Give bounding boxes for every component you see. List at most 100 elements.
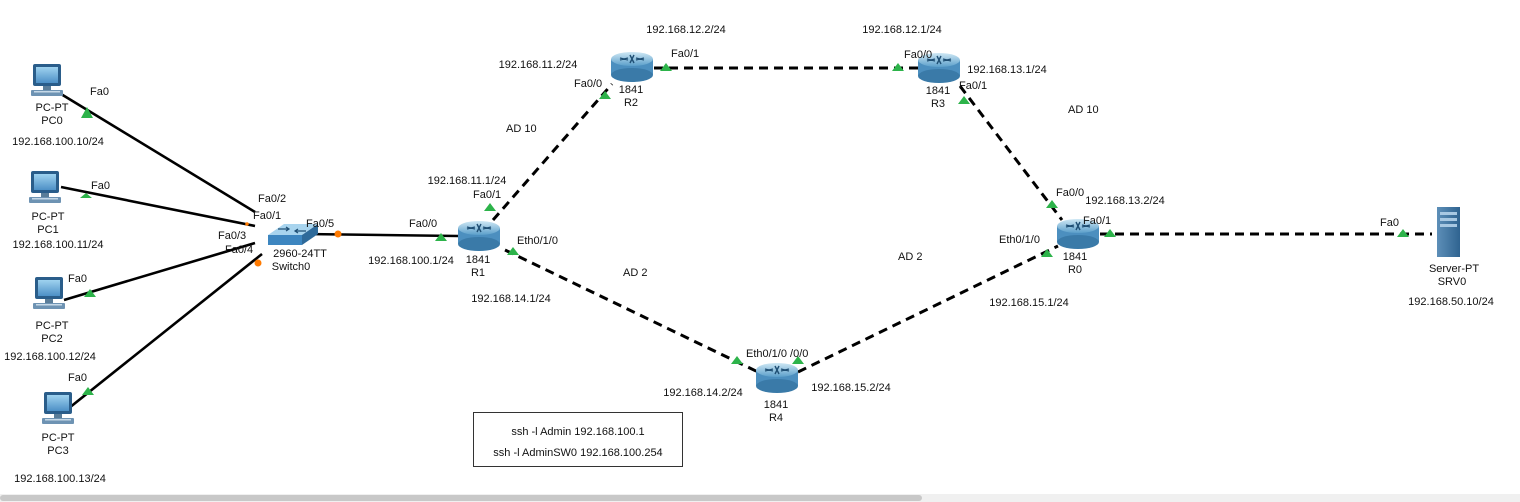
link-up-marker bbox=[1397, 229, 1409, 237]
switch0-port-fa0-5: Fa0/5 bbox=[306, 218, 334, 230]
link-up-marker bbox=[435, 233, 447, 241]
pc3-name: PC3 bbox=[47, 445, 68, 457]
link-up-marker bbox=[81, 107, 93, 118]
link-up-marker bbox=[80, 193, 92, 198]
link-up-marker bbox=[958, 96, 970, 104]
pc-icon bbox=[42, 392, 74, 424]
link-up-marker bbox=[599, 91, 611, 99]
switch0-port-fa0-3: Fa0/3 bbox=[218, 230, 246, 242]
link-r1-r2 bbox=[491, 83, 614, 221]
link-up-marker bbox=[892, 63, 904, 71]
pc2-port: Fa0 bbox=[68, 273, 87, 285]
pc-icon bbox=[31, 64, 63, 96]
r2-model: 1841 bbox=[619, 84, 643, 96]
r4-model: 1841 bbox=[764, 399, 788, 411]
r0-ip-r4: 192.168.15.1/24 bbox=[989, 297, 1069, 309]
link-up-marker bbox=[792, 356, 804, 364]
r4-ip-r1: 192.168.14.2/24 bbox=[663, 387, 743, 399]
link-up-marker bbox=[1046, 200, 1058, 208]
ssh-note-line-1: ssh -l Admin 192.168.100.1 bbox=[511, 426, 645, 438]
srv0-port: Fa0 bbox=[1380, 217, 1399, 229]
link-pc2-switch0 bbox=[63, 241, 256, 302]
r2-ip-r1: 192.168.11.2/24 bbox=[499, 59, 578, 71]
r1-ip-r2: 192.168.11.1/24 bbox=[428, 175, 507, 187]
pc2-model: PC-PT bbox=[36, 320, 69, 332]
link-pc1-switch0 bbox=[60, 185, 256, 228]
link-status-markers bbox=[80, 63, 1409, 395]
link-blocking-marker bbox=[245, 222, 249, 226]
r3-ip-r0: 192.168.13.1/24 bbox=[967, 64, 1047, 76]
switch0[interactable] bbox=[268, 224, 318, 245]
r3-ip-r2: 192.168.12.1/24 bbox=[862, 24, 942, 36]
r3-name: R3 bbox=[931, 98, 945, 110]
ssh-note-line-2: ssh -l AdminSW0 192.168.100.254 bbox=[493, 447, 663, 459]
device-labels: PC-PT PC0 192.168.100.10/24 Fa0 PC-PT PC… bbox=[4, 24, 1494, 485]
link-pc0-switch0 bbox=[60, 92, 256, 214]
link-up-marker bbox=[1041, 249, 1053, 257]
pc1[interactable] bbox=[29, 171, 61, 203]
r1-name: R1 bbox=[471, 267, 485, 279]
pc3[interactable] bbox=[42, 392, 74, 424]
switch0-name: Switch0 bbox=[272, 261, 311, 273]
r4-name: R4 bbox=[769, 412, 783, 424]
switch0-port-fa0-4: Fa0/4 bbox=[225, 244, 253, 256]
link-up-marker bbox=[84, 289, 96, 297]
r0-port-r4: Eth0/1/0 bbox=[999, 234, 1040, 246]
r0-model: 1841 bbox=[1063, 251, 1087, 263]
r1-model: 1841 bbox=[466, 254, 490, 266]
srv0-name: SRV0 bbox=[1438, 276, 1467, 288]
ssh-note[interactable]: ssh -l Admin 192.168.100.1 ssh -l AdminS… bbox=[473, 412, 683, 467]
pc0-model: PC-PT bbox=[36, 102, 69, 114]
r3-port-r0: Fa0/1 bbox=[959, 80, 987, 92]
horizontal-scrollbar[interactable] bbox=[0, 494, 1520, 502]
r2-port-r1: Fa0/0 bbox=[574, 78, 602, 90]
srv0-ip: 192.168.50.10/24 bbox=[1408, 296, 1494, 308]
pc0[interactable] bbox=[31, 64, 63, 96]
ad-label-lower-right: AD 2 bbox=[898, 251, 922, 263]
switch0-model: 2960-24TT bbox=[273, 248, 327, 260]
r0-name: R0 bbox=[1068, 264, 1082, 276]
scrollbar-thumb[interactable] bbox=[0, 495, 922, 501]
server-icon bbox=[1437, 207, 1460, 257]
ad-label-upper: AD 10 bbox=[506, 123, 537, 135]
pc-icon bbox=[33, 277, 65, 309]
link-r3-r0 bbox=[958, 85, 1064, 221]
pc-icon bbox=[29, 171, 61, 203]
r1-ip-lan: 192.168.100.1/24 bbox=[368, 255, 454, 267]
r2-name: R2 bbox=[624, 97, 638, 109]
srv0-model: Server-PT bbox=[1429, 263, 1479, 275]
link-up-marker bbox=[660, 63, 672, 71]
pc0-ip: 192.168.100.10/24 bbox=[12, 136, 104, 148]
switch-icon bbox=[268, 224, 318, 245]
pc1-ip: 192.168.100.11/24 bbox=[13, 239, 104, 251]
r0-ip-r3: 192.168.13.2/24 bbox=[1085, 195, 1165, 207]
r0-port-r3: Fa0/0 bbox=[1056, 187, 1084, 199]
link-up-marker bbox=[731, 356, 743, 364]
r1-ip-r4: 192.168.14.1/24 bbox=[471, 293, 551, 305]
router-icon bbox=[610, 51, 654, 83]
r1[interactable] bbox=[457, 220, 501, 252]
pc2-ip: 192.168.100.12/24 bbox=[4, 351, 96, 363]
link-up-marker bbox=[507, 247, 519, 255]
r2-port-r3: Fa0/1 bbox=[671, 48, 699, 60]
r4[interactable] bbox=[755, 362, 799, 394]
link-switch0-r1 bbox=[304, 232, 459, 238]
pc2[interactable] bbox=[33, 277, 65, 309]
pc1-name: PC1 bbox=[37, 224, 58, 236]
pc0-name: PC0 bbox=[41, 115, 62, 127]
r2-ip-r3: 192.168.12.2/24 bbox=[646, 24, 726, 36]
srv0[interactable] bbox=[1437, 207, 1460, 257]
router-icon bbox=[755, 362, 799, 394]
r3-port-r2: Fa0/0 bbox=[904, 49, 932, 61]
link-up-marker bbox=[1104, 229, 1116, 237]
link-r1-r4 bbox=[504, 248, 759, 374]
r1-port-r4: Eth0/1/0 bbox=[517, 235, 558, 247]
link-pc3-switch0 bbox=[63, 252, 263, 414]
ad-label-lower: AD 2 bbox=[623, 267, 647, 279]
r1-port-lan: Fa0/0 bbox=[409, 218, 437, 230]
switch0-port-fa0-2: Fa0/2 bbox=[258, 193, 286, 205]
r0-port-srv: Fa0/1 bbox=[1083, 215, 1111, 227]
link-blocking-marker bbox=[334, 230, 342, 238]
r2[interactable] bbox=[610, 51, 654, 83]
